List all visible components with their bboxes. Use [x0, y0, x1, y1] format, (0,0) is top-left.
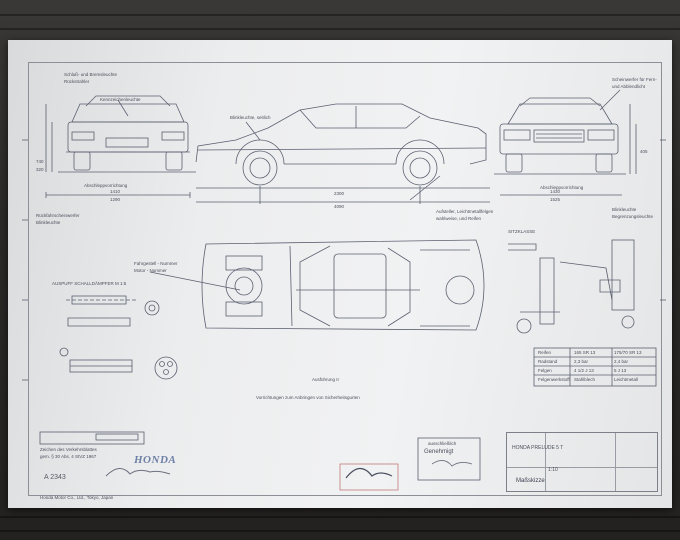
- dim-rear-width: 1430: [550, 189, 561, 194]
- signature-scribble: [345, 467, 393, 479]
- label-indicator: Blinkleuchte: [36, 220, 61, 225]
- stamp-left-number: A 2343: [44, 474, 66, 481]
- top-view-car: [201, 239, 485, 331]
- table-cell: 2,4 bar: [614, 359, 629, 364]
- dim-length: 4090: [334, 204, 345, 209]
- table-cell: Stahlblech: [574, 377, 596, 382]
- label-reflector: Rückstrahler: [64, 79, 90, 84]
- signature-scribble: [431, 460, 473, 467]
- drawing-frame: [28, 62, 662, 496]
- label-low-beam: und Abblendlicht: [612, 84, 646, 89]
- label-tow-hook: Abschleppvorrichtung: [84, 183, 128, 188]
- title-block-scale: 1:10: [548, 467, 558, 473]
- rear-view-car: [494, 97, 637, 196]
- side-view-car: [195, 103, 490, 204]
- exhaust-detail: [59, 295, 178, 380]
- signature-scribble: [105, 468, 171, 477]
- stamp-left-line-1: Zeichen des Verkehrsblattes: [40, 447, 97, 452]
- label-reverse-light: Rückfahrscheinwerfer: [36, 213, 80, 218]
- signature-box: [339, 463, 399, 491]
- title-block-model: HONDA PRELUDE 5 T: [512, 445, 564, 451]
- label-tires: wahlweise, und Reifen: [436, 216, 482, 221]
- left-stamp-box: [39, 431, 145, 445]
- table-cell: Felgenwerkstoff: [538, 377, 570, 382]
- title-block-divider: [615, 433, 616, 491]
- stamp-left-line-2: gem. § 30 Abs. 4 StVZ 1967: [40, 454, 97, 459]
- stamp-center-line-1: ausschließlich: [428, 441, 457, 446]
- title-block-divider: [545, 433, 546, 491]
- table-cell: Felgen: [538, 368, 552, 373]
- label-rear-indicator: Blinkleuchte: [612, 207, 637, 212]
- label-plate-light: Kennzeichenleuchte: [100, 97, 141, 102]
- wheel-table: [533, 347, 657, 387]
- seat-detail: [508, 239, 635, 334]
- seat-title: SITZKLASSE: [508, 229, 536, 234]
- table-cell: 4 1/2 J 13: [574, 368, 594, 373]
- blueprint-sheet: [8, 40, 672, 508]
- label-tail-light: Schluß- und Bremsleuchte: [64, 72, 118, 77]
- table-cell: 2,3 bar: [574, 359, 589, 364]
- dim-rear-track: 1525: [550, 197, 561, 202]
- floor-plank-seam: [0, 516, 680, 518]
- label-seatbelt-note: Vorrichtungen zum Anbringen von Sicherhe…: [256, 395, 360, 400]
- label-marker-light: Begrenzungsleuchte: [612, 214, 654, 219]
- title-block: [506, 432, 658, 492]
- label-version: Ausführung II: [312, 377, 339, 382]
- label-alloy-wheels: Aufsteller, Leichtmetallfelgen: [436, 209, 494, 214]
- floor-plank-seam: [0, 530, 680, 532]
- dim-width: 1410: [110, 189, 121, 194]
- table-cell: Radstand: [538, 359, 558, 364]
- table-header-label: Reifen: [538, 350, 552, 355]
- label-side-indicator: Blinkleuchte, seitlich: [230, 115, 271, 120]
- label-rear-tow-hook: Abschleppvorrichtung: [540, 185, 584, 190]
- label-engine-number: Motor - Nummer: [134, 268, 167, 273]
- title-block-drawing-title: Maßskizze: [516, 478, 545, 484]
- dim-rear-height: 405: [640, 149, 648, 154]
- dim-track: 1290: [110, 197, 121, 202]
- floor-plank-seam: [0, 14, 680, 16]
- honda-logo: HONDA: [134, 454, 177, 466]
- table-cell: 5 J 13: [614, 368, 627, 373]
- dim-height-b: 320: [36, 167, 44, 172]
- table-header-tire-a: 165 SR 13: [574, 350, 596, 355]
- label-chassis-number: Fahrgestell - Nummer: [134, 261, 178, 266]
- footer-text: Honda Motor Co., Ltd., Tokyo, Japan: [40, 495, 114, 500]
- center-stamp-box: [417, 437, 481, 481]
- exhaust-title: AUSPUFF SCHALLDÄMPFER M 1:5: [52, 281, 127, 286]
- table-cell: Leichtmetall: [614, 377, 639, 382]
- title-block-divider: [507, 467, 657, 468]
- floor-plank-seam: [0, 28, 680, 30]
- dim-height-a: 740: [36, 159, 44, 164]
- stamp-center-approved: Genehmigt: [424, 449, 454, 455]
- front-view-car: [45, 95, 196, 198]
- label-headlight: Scheinwerfer für Fern-: [612, 77, 657, 82]
- dim-wheelbase: 2300: [334, 191, 345, 196]
- table-header-tire-b: 175/70 SR 13: [614, 350, 642, 355]
